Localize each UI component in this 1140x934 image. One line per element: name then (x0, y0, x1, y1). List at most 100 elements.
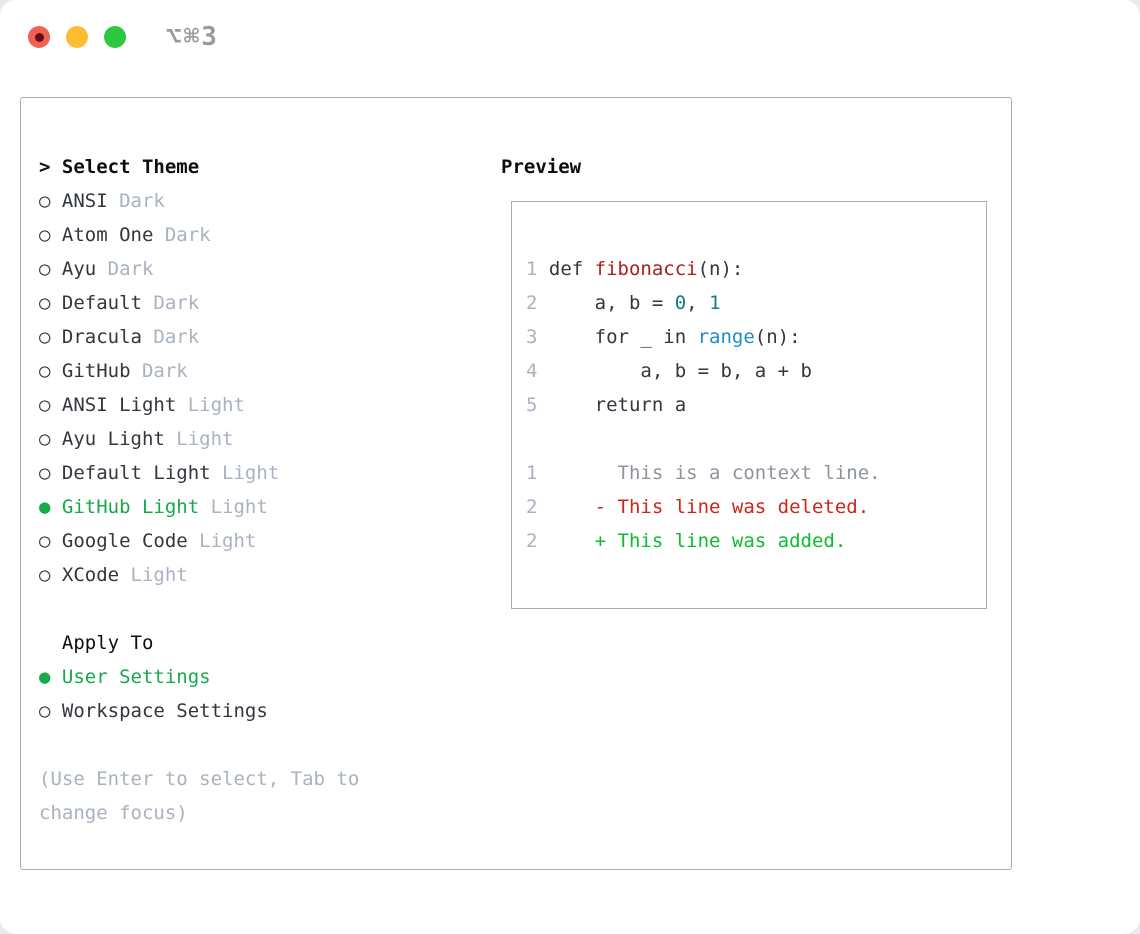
theme-variant: Dark (130, 360, 188, 382)
line-number: 1 (526, 462, 538, 484)
theme-name: Default (61, 292, 142, 314)
apply-to-label: Apply To (61, 632, 154, 654)
theme-option-ansi[interactable]: ○ ANSI Dark (39, 184, 421, 218)
theme-name: Ayu Light (61, 428, 165, 450)
line-number: 2 (526, 530, 538, 552)
theme-name: GitHub Light (61, 496, 200, 518)
theme-variant: Light (119, 564, 188, 586)
theme-option-ayu-light[interactable]: ○ Ayu Light Light (39, 422, 421, 456)
theme-variant: Light (199, 496, 268, 518)
theme-variant: Dark (96, 258, 154, 280)
line-number: 2 (526, 292, 538, 314)
theme-variant: Dark (107, 190, 165, 212)
code-line: 1 def fibonacci(n): (526, 252, 986, 286)
close-button-icon[interactable] (28, 26, 50, 48)
apply-to-list: ● User Settings ○ Workspace Settings (39, 660, 421, 728)
radio-off-icon: ○ (39, 258, 51, 280)
theme-picker-left-column: >Select Theme ○ANSI Dark○Atom One Dark○A… (39, 150, 421, 830)
code-token: This is a context line. (548, 462, 881, 484)
code-line: 2 - This line was deleted. (526, 490, 986, 524)
radio-on-icon: ● (39, 666, 51, 688)
radio-off-icon: ○ (39, 462, 51, 484)
apply-option-label: Workspace Settings (61, 700, 268, 722)
code-token: a, b = b, a + b (548, 360, 812, 382)
theme-list: ○ANSI Dark○Atom One Dark○Ayu Dark○Defaul… (39, 184, 421, 592)
code-token: for _ in (548, 326, 698, 348)
line-number: 1 (526, 258, 538, 280)
code-token: - This line was deleted. (548, 496, 870, 518)
theme-variant: Light (210, 462, 280, 484)
theme-picker-panel: >Select Theme ○ANSI Dark○Atom One Dark○A… (20, 97, 1012, 870)
code-token: a, b = (548, 292, 675, 314)
theme-name: Default Light (61, 462, 211, 484)
indent (39, 626, 62, 660)
theme-option-google-code[interactable]: ○ Google Code Light (39, 524, 421, 558)
code-line: 3 for _ in range(n): (526, 320, 986, 354)
code-token: return a (548, 394, 687, 416)
theme-name: Dracula (61, 326, 142, 348)
code-token: fibonacci (594, 258, 698, 280)
theme-name: ANSI (61, 190, 108, 212)
theme-name: GitHub (61, 360, 131, 382)
radio-off-icon: ○ (39, 292, 51, 314)
theme-option-github[interactable]: ○ GitHub Dark (39, 354, 421, 388)
line-number: 4 (526, 360, 538, 382)
apply-to-header: Apply To (39, 626, 421, 660)
line-number: 2 (526, 496, 538, 518)
code-token: , (686, 292, 710, 314)
theme-variant: Dark (141, 326, 200, 348)
theme-option-ayu[interactable]: ○ Ayu Dark (39, 252, 421, 286)
radio-off-icon: ○ (39, 326, 51, 348)
code-token: 0 (674, 292, 687, 314)
code-line: 4 a, b = b, a + b (526, 354, 986, 388)
code-line: 5 return a (526, 388, 986, 422)
theme-option-dracula[interactable]: ○ Dracula Dark (39, 320, 421, 354)
apply-option-user-settings[interactable]: ● User Settings (39, 660, 421, 694)
theme-option-default-light[interactable]: ○ Default Light Light (39, 456, 421, 490)
code-line (526, 422, 986, 456)
apply-option-workspace-settings[interactable]: ○ Workspace Settings (39, 694, 421, 728)
theme-name: Ayu (61, 258, 97, 280)
theme-option-xcode[interactable]: ○ XCode Light (39, 558, 421, 592)
theme-variant: Dark (153, 224, 211, 246)
theme-name: Google Code (61, 530, 188, 552)
theme-variant: Dark (141, 292, 200, 314)
spacer (39, 592, 421, 626)
theme-name: Atom One (61, 224, 154, 246)
line-number: 5 (526, 394, 538, 416)
minimize-button-icon[interactable] (66, 26, 88, 48)
window-title: ⌥⌘3 (166, 22, 219, 52)
code-token: def (548, 258, 595, 280)
radio-off-icon: ○ (39, 428, 51, 450)
theme-option-github-light[interactable]: ● GitHub Light Light (39, 490, 421, 524)
radio-off-icon: ○ (39, 190, 51, 212)
radio-off-icon: ○ (39, 700, 51, 722)
theme-variant: Light (164, 428, 234, 450)
theme-name: ANSI Light (61, 394, 177, 416)
code-token: (n): (697, 258, 744, 280)
theme-name: XCode (61, 564, 120, 586)
theme-option-default[interactable]: ○ Default Dark (39, 286, 421, 320)
radio-off-icon: ○ (39, 394, 51, 416)
code-token: range (697, 326, 755, 348)
radio-on-icon: ● (39, 496, 51, 518)
keyboard-hint: (Use Enter to select, Tab to change focu… (39, 768, 360, 824)
traffic-lights (28, 26, 126, 48)
theme-option-ansi-light[interactable]: ○ ANSI Light Light (39, 388, 421, 422)
zoom-button-icon[interactable] (104, 26, 126, 48)
radio-off-icon: ○ (39, 360, 51, 382)
apply-option-label: User Settings (61, 666, 211, 688)
code-token: (n): (754, 326, 801, 348)
theme-variant: Light (176, 394, 245, 416)
code-line: 1 This is a context line. (526, 456, 986, 490)
code-token: + This line was added. (548, 530, 847, 552)
select-theme-header: >Select Theme (39, 150, 421, 184)
theme-variant: Light (187, 530, 257, 552)
radio-off-icon: ○ (39, 530, 51, 552)
radio-off-icon: ○ (39, 564, 51, 586)
pointer-icon: > (39, 156, 51, 178)
theme-option-atom-one[interactable]: ○Atom One Dark (39, 218, 421, 252)
